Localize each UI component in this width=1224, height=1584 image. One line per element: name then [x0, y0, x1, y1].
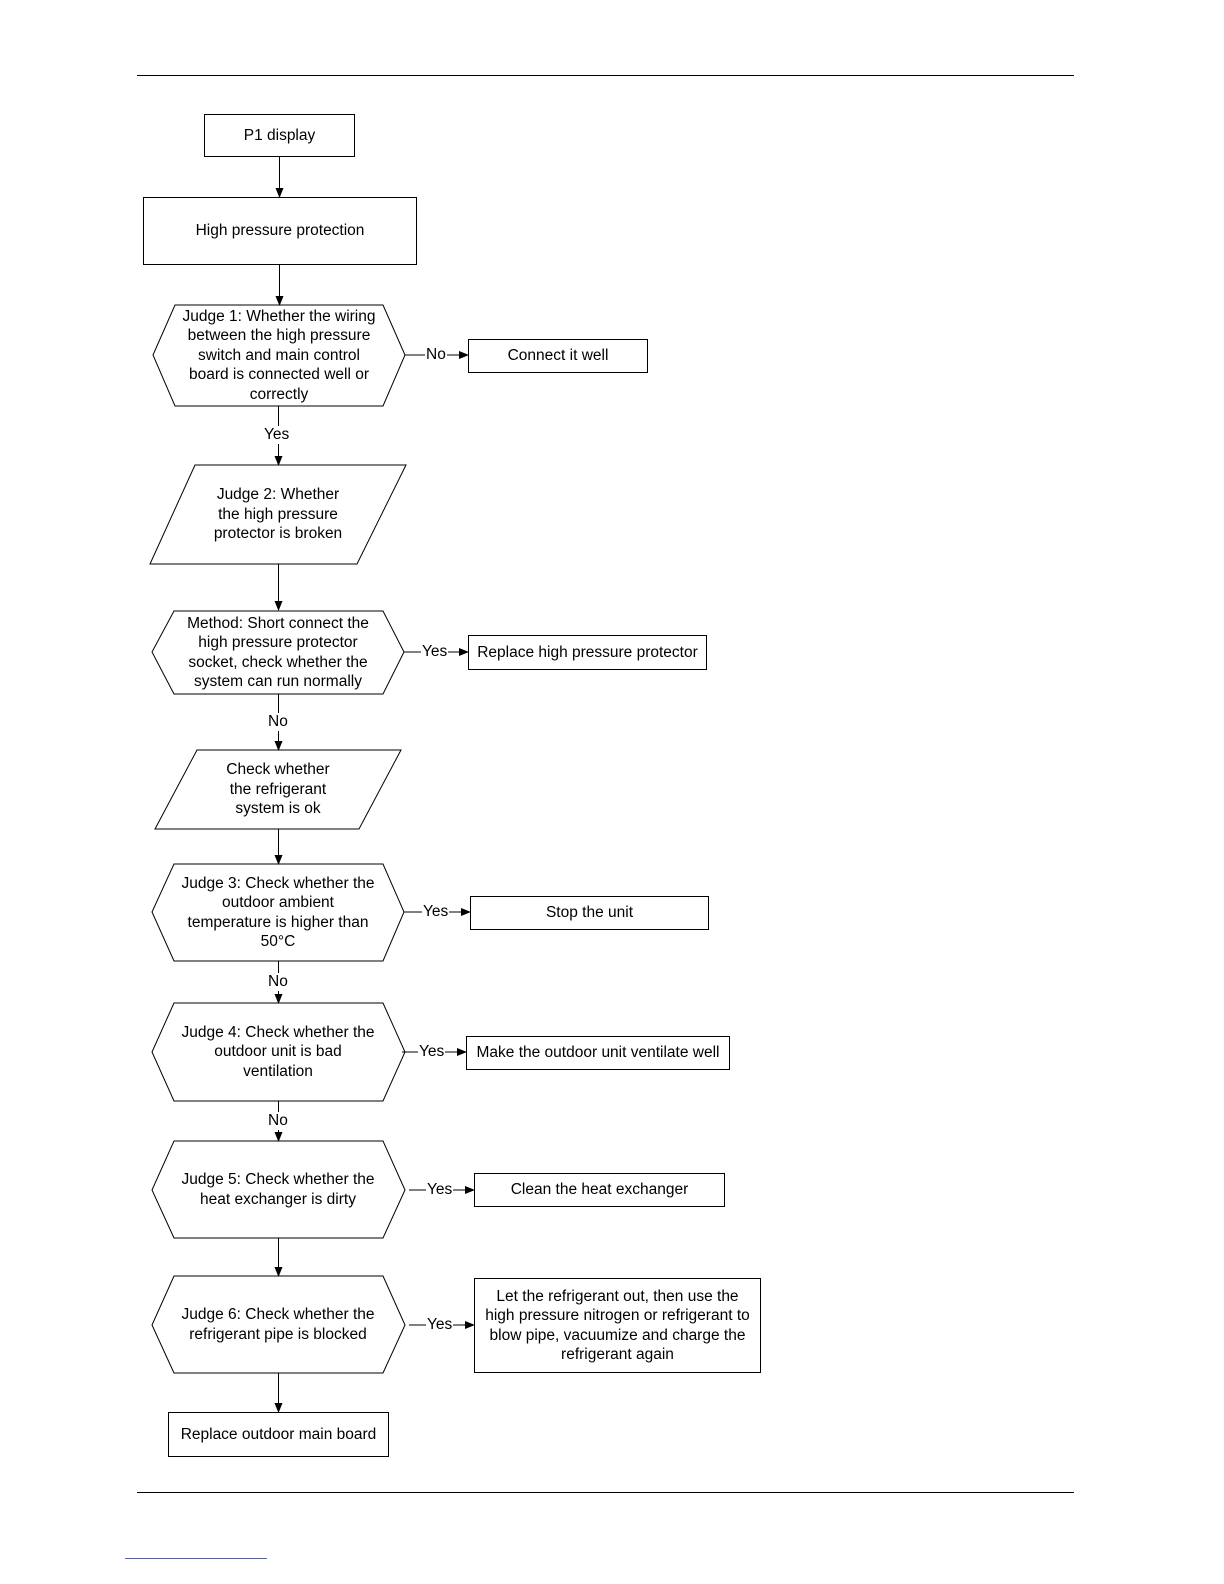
replace-board-box: [168, 1412, 389, 1457]
edge-label-judge1-yes: Yes: [263, 426, 291, 444]
judge6-hexagon: [151, 1275, 406, 1374]
recharge-label: Let the refrigerant out, then use the hi…: [485, 1287, 750, 1364]
replace-board-label: Replace outdoor main board: [180, 1425, 377, 1443]
judge1-label: Judge 1: Whether the wiring between the …: [182, 307, 376, 403]
ventilate-box: [466, 1036, 730, 1070]
judge4-label: Judge 4: Check whether the outdoor unit …: [181, 1023, 375, 1080]
check-refrigerant-label: Check whether the refrigerant system is …: [226, 761, 330, 818]
method-hexagon: [151, 610, 405, 695]
recharge-box: [474, 1278, 761, 1373]
header-rule: [137, 75, 1074, 76]
edge-label-judge4-no: No: [267, 1112, 289, 1130]
connect-label: Connect it well: [507, 347, 609, 365]
edge-label-judge5-yes: Yes: [426, 1181, 454, 1199]
clean-label: Clean the heat exchanger: [510, 1181, 689, 1199]
ventilate-label: Make the outdoor unit ventilate well: [476, 1044, 720, 1062]
edge-label-judge6-yes: Yes: [426, 1316, 454, 1334]
judge5-hexagon: [151, 1140, 406, 1239]
judge3-label: Judge 3: Check whether the outdoor ambie…: [181, 874, 375, 951]
judge1-hexagon: [152, 304, 406, 407]
replace-protector-label: Replace high pressure protector: [477, 643, 698, 661]
start-box: [204, 114, 355, 157]
edge-label-judge4-yes: Yes: [418, 1043, 446, 1061]
footer-link-underline: [125, 1558, 267, 1559]
judge6-label: Judge 6: Check whether the refrigerant p…: [181, 1306, 375, 1343]
edge-label-method-no: No: [267, 713, 289, 731]
clean-box: [474, 1173, 725, 1207]
edge-label-judge1-no: No: [425, 346, 447, 364]
judge3-hexagon: [151, 863, 405, 962]
edge-label-judge3-yes: Yes: [422, 903, 450, 921]
footer-rule: [137, 1492, 1074, 1493]
connect-box: [468, 339, 648, 373]
judge5-label: Judge 5: Check whether the heat exchange…: [181, 1171, 375, 1208]
replace-protector-box: [468, 635, 707, 670]
judge4-hexagon: [151, 1002, 406, 1102]
judge2-parallelogram: [149, 464, 407, 565]
edge-label-judge3-no: No: [267, 973, 289, 991]
check-refrigerant-parallelogram: [154, 749, 402, 830]
judge2-label: Judge 2: Whether the high pressure prote…: [213, 486, 343, 543]
method-label: Method: Short connect the high pressure …: [187, 614, 369, 691]
start-label: P1 display: [243, 126, 316, 144]
fault-box: [143, 197, 417, 265]
fault-label: High pressure protection: [195, 222, 365, 240]
edge-label-method-yes: Yes: [421, 643, 449, 661]
stop-label: Stop the unit: [545, 904, 634, 922]
